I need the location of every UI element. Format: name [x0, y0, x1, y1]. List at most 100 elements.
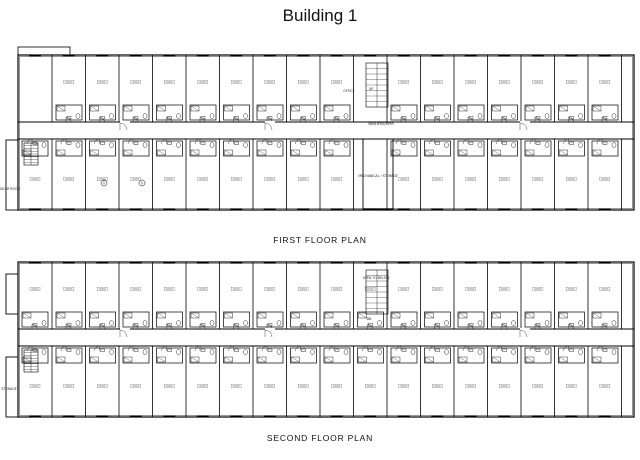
stair-down-label: DN	[367, 317, 372, 321]
toilet	[209, 349, 215, 355]
toilet	[243, 142, 248, 148]
sink	[66, 141, 72, 145]
shower	[358, 312, 367, 319]
door-swing	[601, 116, 608, 123]
bathroom	[256, 104, 284, 121]
accessible-icon	[100, 179, 108, 187]
bathroom	[189, 104, 217, 121]
shower	[90, 356, 99, 363]
toilet	[209, 320, 215, 326]
sink	[602, 116, 608, 120]
toilet	[477, 142, 483, 148]
shower-diagonal	[224, 356, 233, 363]
toilet	[142, 113, 148, 119]
bathroom	[390, 311, 418, 328]
bathroom-wall	[189, 311, 217, 328]
door-swing	[60, 345, 67, 352]
bathroom	[424, 104, 451, 121]
bathroom	[524, 104, 552, 121]
sink	[569, 116, 574, 120]
bathroom-wall	[491, 104, 518, 121]
bathroom-wall	[558, 311, 585, 328]
sink	[66, 116, 72, 120]
toilet	[343, 142, 349, 148]
door-swing	[119, 122, 128, 131]
bathroom	[290, 347, 317, 364]
shower-diagonal	[190, 149, 200, 156]
toilet	[477, 113, 483, 119]
sink	[401, 348, 407, 352]
shower-diagonal	[123, 149, 133, 156]
door-swing	[233, 116, 239, 123]
shower	[190, 149, 200, 156]
shower	[22, 312, 32, 319]
toilet	[477, 349, 483, 355]
shower-diagonal	[324, 105, 334, 112]
shower-diagonal	[559, 105, 568, 112]
bathroom-wall	[491, 347, 518, 364]
bathroom-wall	[390, 104, 418, 121]
sink	[401, 323, 407, 327]
door-swing	[228, 345, 234, 352]
sink	[435, 116, 440, 120]
shower	[157, 312, 166, 319]
bathroom-wall	[223, 347, 250, 364]
door-swing	[199, 323, 206, 330]
toilet	[578, 113, 583, 119]
door-swing	[568, 323, 574, 330]
bathroom-wall	[189, 347, 217, 364]
toilet	[544, 142, 550, 148]
bathroom-wall	[21, 311, 49, 328]
toilet	[41, 349, 47, 355]
shower-diagonal	[291, 312, 300, 319]
shower-diagonal	[324, 312, 334, 319]
toilet	[377, 349, 382, 355]
sink	[334, 323, 340, 327]
shower	[190, 105, 200, 112]
bathroom-wall	[189, 104, 217, 121]
shower	[492, 149, 501, 156]
bathroom	[591, 140, 619, 157]
bathroom-wall	[122, 104, 150, 121]
sink	[435, 323, 440, 327]
sink	[435, 141, 440, 145]
sink	[569, 141, 574, 145]
door-swing	[127, 138, 134, 145]
bathroom-wall	[591, 104, 619, 121]
bathroom-wall	[457, 140, 485, 157]
shower	[492, 312, 501, 319]
shower	[157, 149, 166, 156]
door-swing	[166, 323, 172, 330]
bathroom	[189, 311, 217, 328]
door-swing	[233, 323, 239, 330]
sink	[468, 141, 474, 145]
shower	[291, 312, 300, 319]
bathroom-wall	[424, 140, 451, 157]
shower-diagonal	[425, 149, 434, 156]
shower-diagonal	[56, 105, 66, 112]
bathroom	[55, 104, 83, 121]
shower	[425, 312, 434, 319]
shower-diagonal	[358, 312, 367, 319]
shower	[224, 149, 233, 156]
corridor-opening	[120, 121, 130, 123]
bathroom	[491, 104, 518, 121]
shower	[358, 356, 367, 363]
bathroom	[223, 104, 250, 121]
shower-diagonal	[90, 105, 99, 112]
shower-diagonal	[291, 149, 300, 156]
second-floor-plan-label: SECOND FLOOR PLAN	[266, 433, 374, 443]
bathroom	[457, 347, 485, 364]
door-swing	[31, 323, 38, 330]
door-swing	[199, 116, 206, 123]
bathroom-wall	[223, 140, 250, 157]
bathroom-wall	[323, 347, 351, 364]
bathroom-wall	[290, 104, 317, 121]
shower-diagonal	[525, 312, 535, 319]
shower	[391, 312, 401, 319]
bathroom-wall	[524, 104, 552, 121]
bathroom-wall	[591, 347, 619, 364]
sink	[100, 348, 105, 352]
bathroom	[223, 140, 250, 157]
